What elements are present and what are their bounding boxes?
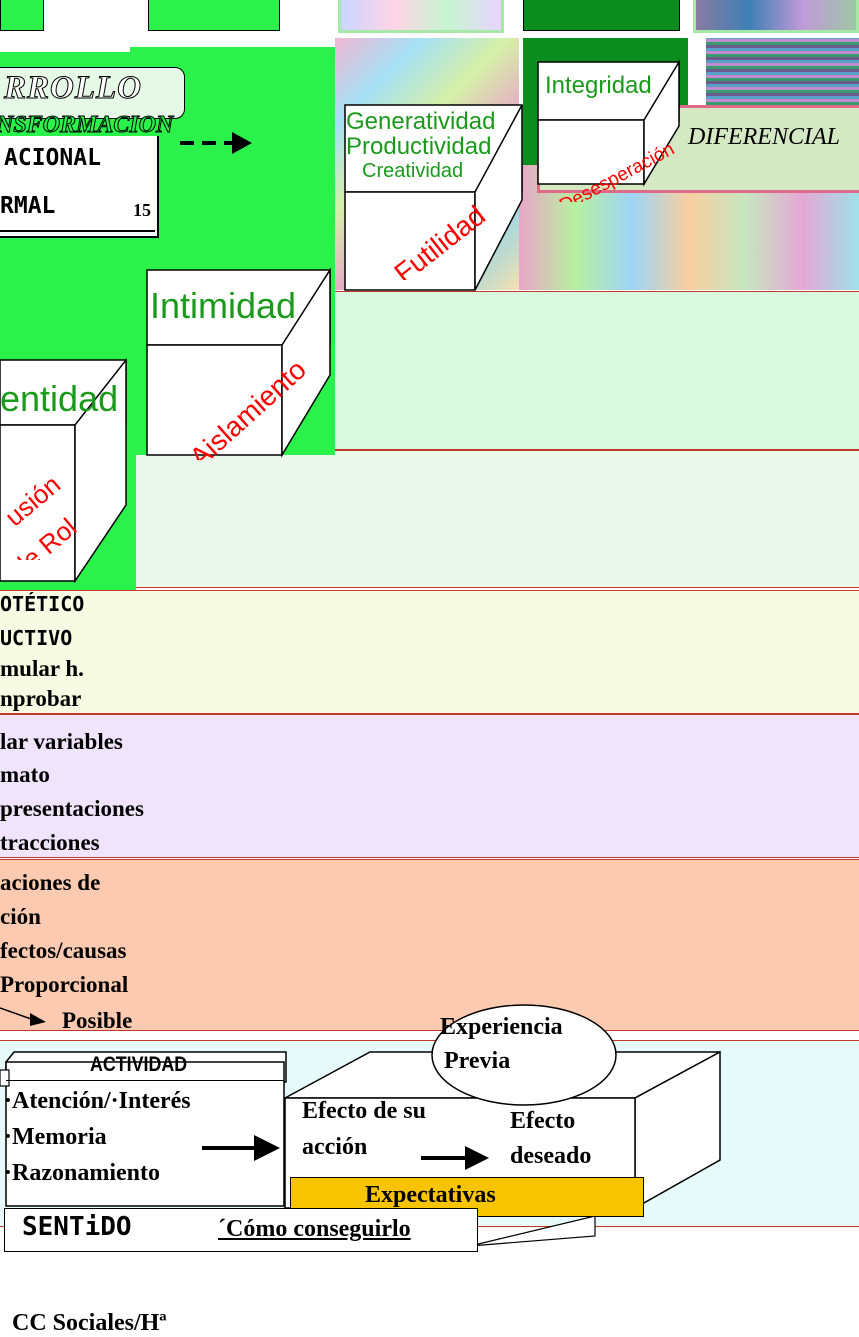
identidad-cube — [0, 357, 127, 584]
previa-label: Previa — [444, 1048, 511, 1074]
relaciones-label: aciones de — [0, 870, 101, 895]
sentido-box — [4, 1208, 478, 1252]
desesperacion-label: Desesperación — [556, 139, 678, 202]
integridad-label: Integridad — [545, 72, 652, 99]
posible-arrow — [0, 1007, 46, 1026]
dashed-arrow — [180, 132, 252, 154]
desarrollo-label: RROLLO — [4, 70, 142, 107]
intimidad-cube — [146, 267, 331, 458]
efecto-su-label: Efecto de su — [302, 1098, 426, 1124]
posible-label: Posible — [62, 1008, 133, 1033]
confusion-label-svg: usión de Rol — [0, 469, 82, 560]
expectativas-label: Expectativas — [365, 1182, 496, 1208]
top-box-3 — [338, 0, 504, 33]
top-box-2 — [148, 0, 280, 31]
efecto-arrow — [421, 1146, 489, 1170]
diferencial-label: DIFERENCIAL — [688, 124, 840, 150]
band-pale-yellow — [0, 590, 859, 714]
hipotetico-label: OTÉTICO — [0, 592, 85, 616]
actividad-underline — [6, 1080, 284, 1081]
generatividad-label: Generatividad — [346, 108, 496, 135]
productividad-label: Productividad — [346, 133, 492, 160]
aislamiento-label: Aislamiento — [184, 354, 312, 460]
activity-box-3d — [0, 1051, 287, 1207]
accion-activity-label: acción — [302, 1134, 368, 1160]
aislamiento-label-svg: Aislamiento — [184, 354, 312, 460]
atencion-interes-label: ·Atención/·Interés — [4, 1088, 191, 1114]
creatividad-label: Creatividad — [362, 160, 464, 182]
futilidad-label: Futilidad — [388, 199, 490, 280]
operacional-formal-box — [0, 136, 159, 238]
formal-number: 15 — [133, 200, 151, 220]
operacional-label: ACIONAL — [4, 145, 101, 171]
footer-partial-text: CC Sociales/Hª — [12, 1310, 167, 1336]
proporcional-label: Proporcional — [0, 972, 129, 997]
variables-label: lar variables — [0, 729, 123, 754]
experiencia-ellipse — [431, 1004, 617, 1106]
desesperacion-label-svg: Desesperación — [556, 139, 678, 202]
como-conseguirlo-label: ´Cómo conseguirlo — [218, 1216, 411, 1242]
futilidad-label-svg: Futilidad — [388, 199, 490, 280]
band-pale-green — [0, 450, 859, 588]
accion-label: ción — [0, 904, 41, 929]
deseado-label: deseado — [510, 1143, 592, 1169]
integridad-cube — [537, 59, 680, 187]
top-box-1 — [0, 0, 44, 31]
top-box-5 — [693, 0, 859, 33]
representaciones-label: presentaciones — [0, 796, 144, 821]
formal-label: RMAL — [0, 193, 56, 219]
striped-block — [706, 38, 859, 108]
intimidad-label: Intimidad — [150, 285, 297, 326]
efectos-causas-label: fectos/causas — [0, 938, 127, 963]
activity-arrow — [202, 1135, 280, 1161]
razonamiento-label: ·Razonamiento — [4, 1160, 160, 1186]
desarrollo-box — [0, 67, 185, 119]
comprobar-label: nprobar — [0, 686, 82, 711]
band-salmon — [0, 859, 859, 1031]
efecto-label: Efecto — [510, 1108, 576, 1134]
deductivo-label: UCTIVO — [0, 626, 73, 650]
sentido-label: SENTiDO — [22, 1212, 132, 1242]
actividad-title: ACTIVIDAD — [90, 1053, 188, 1076]
formular-label: mular h. — [0, 656, 84, 681]
identidad-label: entidad — [0, 378, 119, 419]
memoria-label: ·Memoria — [4, 1124, 107, 1150]
formato-label: mato — [0, 762, 50, 787]
transformacion-label: NSFORMACION — [0, 112, 174, 139]
generatividad-cube — [344, 104, 523, 291]
formal-underline — [0, 230, 155, 232]
band-lavender — [0, 714, 859, 858]
top-box-4 — [523, 0, 680, 31]
experiencia-label: Experiencia — [440, 1014, 563, 1040]
abstracciones-label: tracciones — [0, 830, 100, 855]
